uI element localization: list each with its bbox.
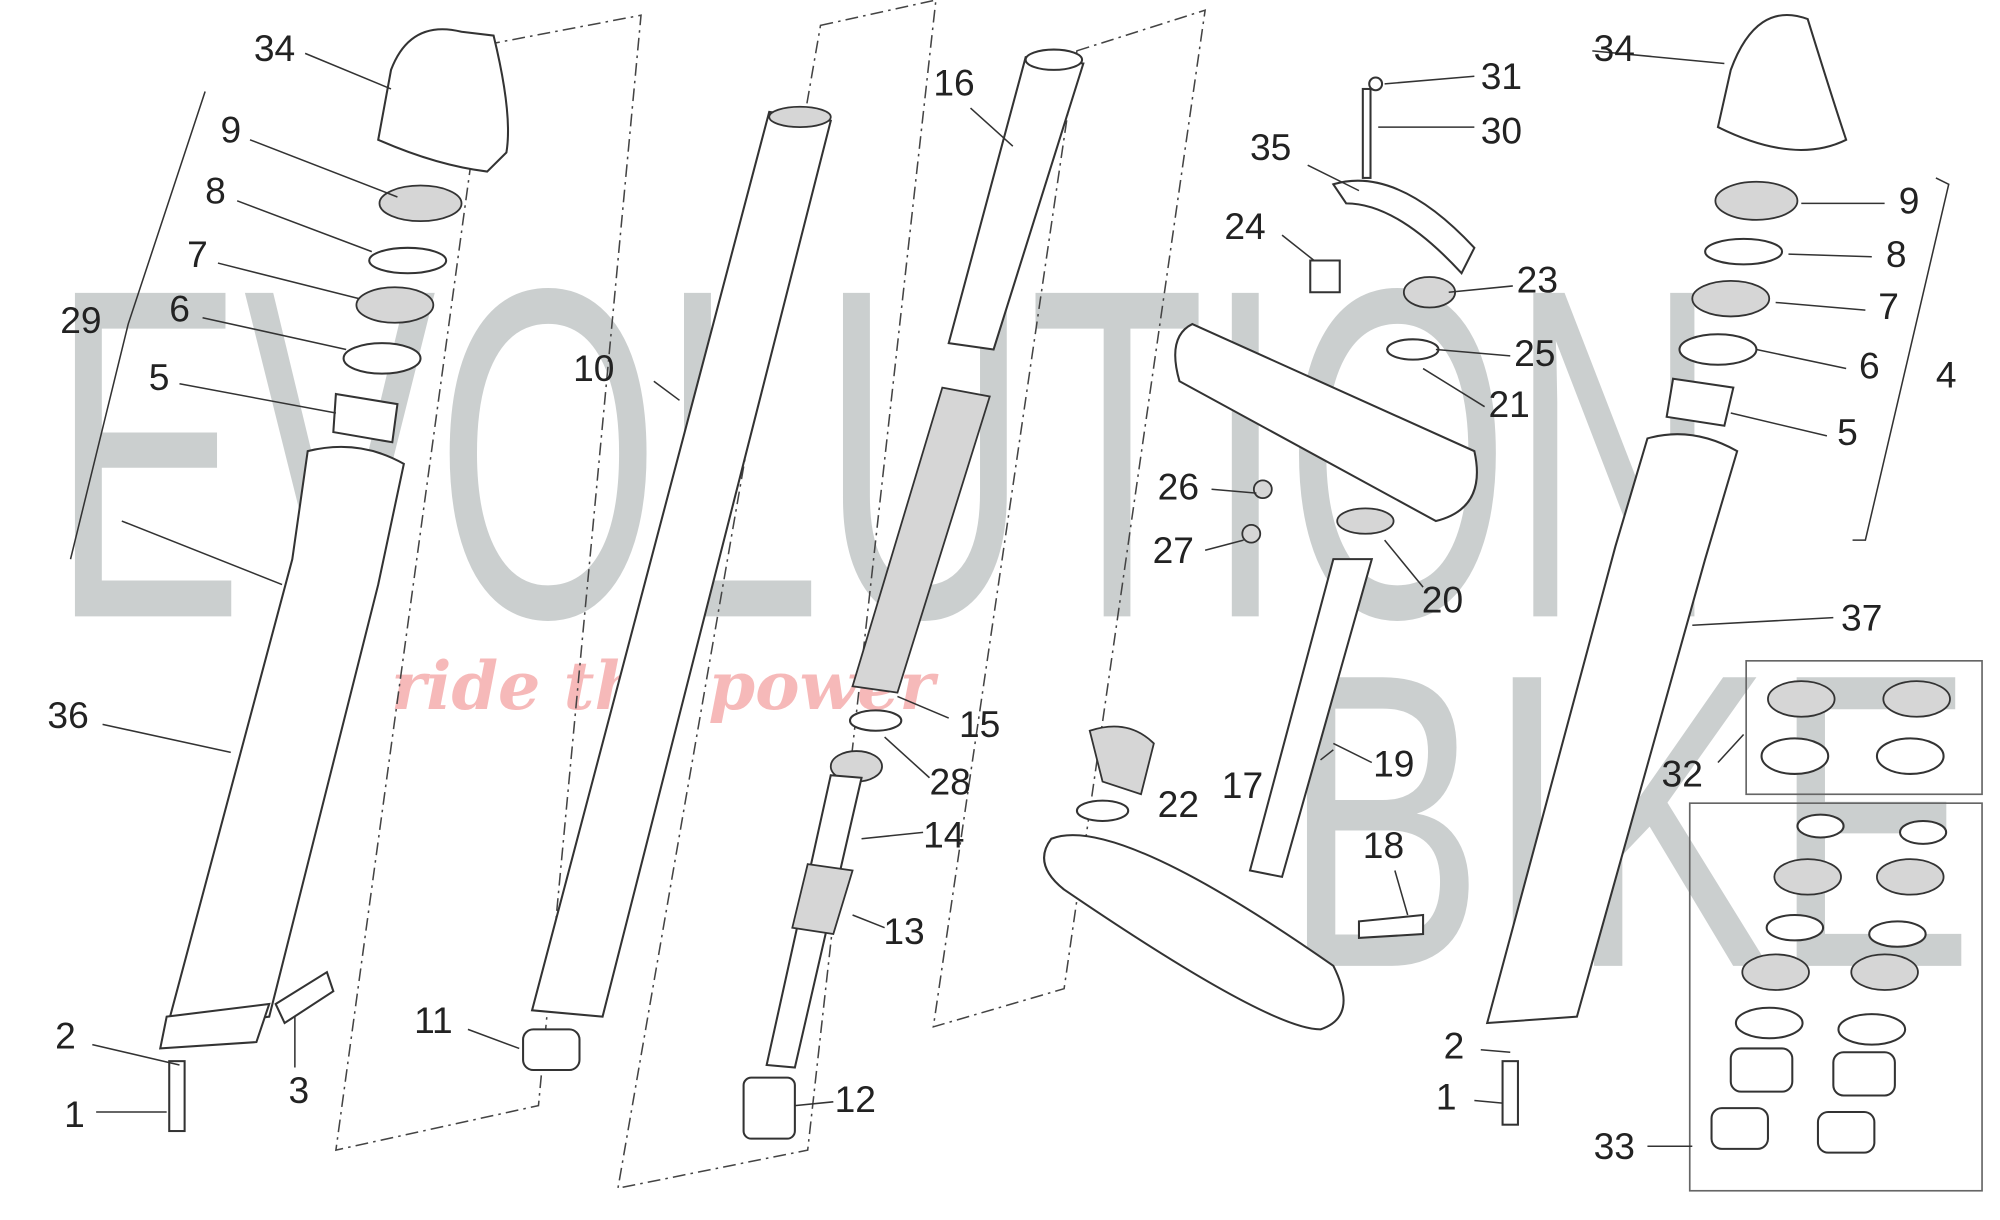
callout-label: 3: [288, 1069, 309, 1111]
callout-label: 12: [835, 1078, 876, 1120]
left-fork-leg: [158, 28, 510, 1133]
callout-label: 22: [1158, 783, 1199, 825]
callout-label: 37: [1841, 596, 1882, 638]
callout-label: 23: [1517, 258, 1558, 300]
callout-label: 1: [1436, 1076, 1457, 1118]
callout-label: 2: [55, 1015, 76, 1057]
callout-label: 17: [1222, 764, 1263, 806]
callout-label: 4: [1936, 354, 1957, 396]
damper-assembly: [742, 48, 1085, 1140]
dashed-outline: [616, 0, 937, 1190]
callout-label: 9: [1899, 180, 1920, 222]
callout-label: 8: [1886, 233, 1907, 275]
callout-label: 10: [573, 347, 614, 389]
seal-kit-33: [1688, 802, 1983, 1192]
callout-label: 13: [883, 910, 924, 952]
callout-label: 9: [221, 108, 242, 150]
callout-label: 11: [414, 999, 453, 1041]
callout-labels: 34 9 8 7 29 6 5 10 16 36 2 3 1 11 15 28 …: [47, 27, 1956, 1167]
inner-tube-10: [522, 105, 833, 1072]
callout-label: 27: [1153, 529, 1194, 571]
callout-label: 29: [60, 299, 101, 341]
callout-label: 5: [149, 356, 170, 398]
callout-label: 8: [205, 169, 226, 211]
callout-label: 18: [1363, 824, 1404, 866]
bracket-4: [1852, 177, 1950, 541]
callout-label: 7: [1878, 285, 1899, 327]
callout-label: 34: [254, 27, 295, 69]
callout-label: 6: [1859, 345, 1880, 387]
callout-label: 28: [929, 760, 970, 802]
dashed-outline: [932, 9, 1207, 1028]
callout-label: 6: [169, 288, 190, 330]
bracket-29: [69, 91, 206, 560]
callout-label: 25: [1514, 332, 1555, 374]
callout-label: 16: [933, 61, 974, 103]
callout-label: 34: [1594, 27, 1635, 69]
callout-label: 14: [923, 814, 964, 856]
callout-label: 20: [1422, 579, 1463, 621]
callout-label: 7: [187, 233, 208, 275]
steering-assembly: [1043, 76, 1478, 1031]
callout-label: 36: [47, 694, 88, 736]
callout-label: 5: [1837, 411, 1858, 453]
callout-label: 21: [1488, 383, 1529, 425]
callout-label: 35: [1250, 126, 1291, 168]
leader-lines: [92, 50, 1885, 1148]
callout-label: 24: [1224, 205, 1265, 247]
callout-label: 31: [1481, 55, 1522, 97]
callout-label: 26: [1158, 466, 1199, 508]
dashed-outline: [334, 14, 642, 1152]
callout-label: 19: [1373, 743, 1414, 785]
callout-label: 33: [1594, 1125, 1635, 1167]
seal-kit-32: [1745, 660, 1983, 796]
callout-label: 32: [1662, 753, 1703, 795]
callout-label: 30: [1481, 110, 1522, 152]
callout-label: 1: [64, 1093, 85, 1135]
callout-label: 15: [959, 703, 1000, 745]
callout-label: 2: [1444, 1025, 1465, 1067]
